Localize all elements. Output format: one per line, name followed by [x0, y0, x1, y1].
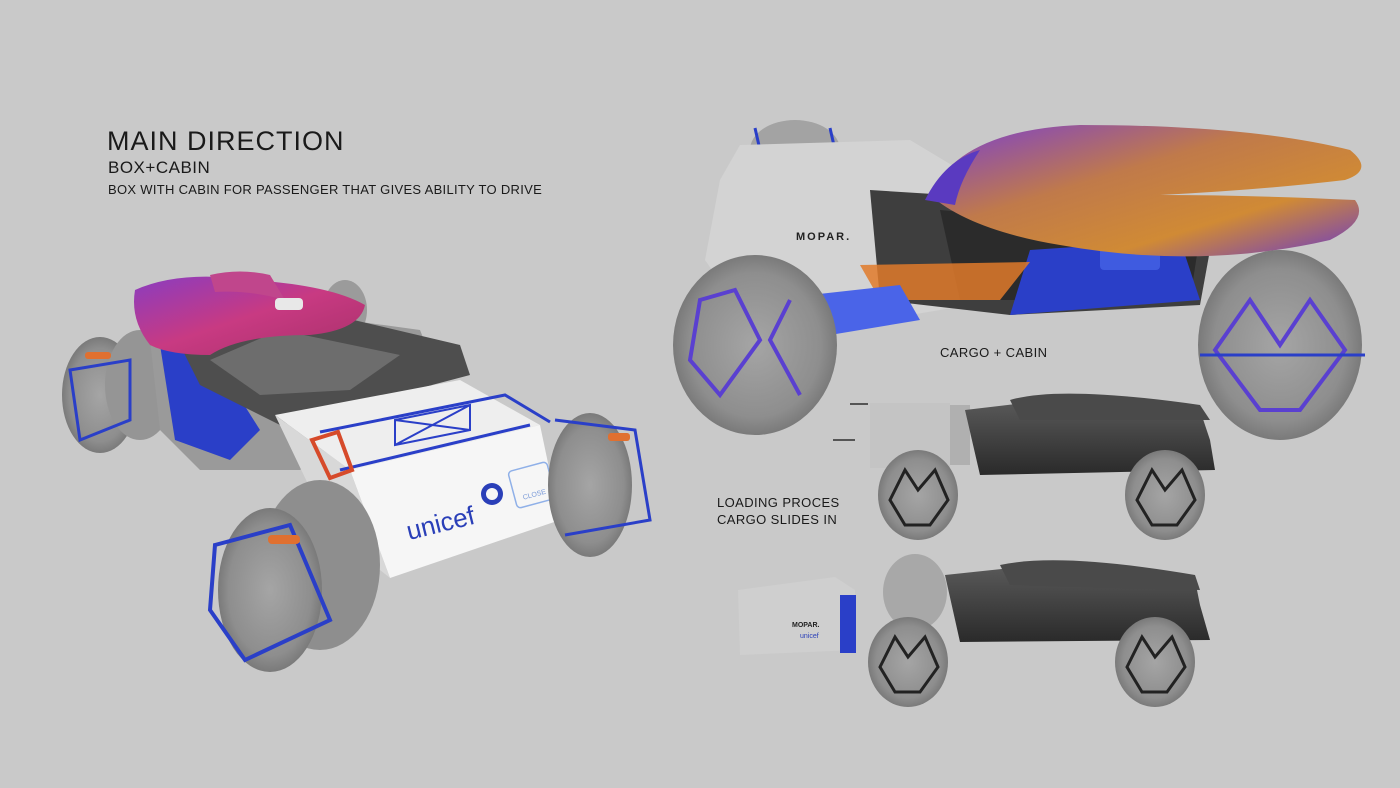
page-title: MAIN DIRECTION	[107, 126, 345, 156]
label-cargo-slides-in: CARGO SLIDES IN	[717, 512, 838, 527]
label-cargo-cabin: CARGO + CABIN	[940, 345, 1048, 360]
mopar-logo: MOPAR.	[796, 231, 851, 243]
vehicle-side-view-large: MOPAR.	[673, 120, 1365, 440]
vehicle-loading-stage-1	[833, 393, 1215, 540]
cargo-box-detached	[738, 577, 855, 655]
vehicle-loading-stage-2: MOPAR. unicef	[738, 554, 1210, 707]
mopar-logo-small: MOPAR.	[792, 622, 820, 629]
label-loading-process: LOADING PROCES	[717, 495, 840, 510]
cargo-box-front	[350, 425, 560, 578]
canopy-large	[930, 125, 1362, 257]
vehicle-3quarter-view: CLOSE unicef	[62, 271, 652, 672]
canopy	[134, 276, 365, 355]
wheel-front-left	[218, 508, 322, 672]
wheel-front-right	[548, 413, 632, 557]
page-subtitle: BOX+CABIN	[108, 158, 211, 177]
page-description: BOX WITH CABIN FOR PASSENGER THAT GIVES …	[108, 182, 543, 197]
unicef-logo-small: unicef	[800, 633, 819, 640]
